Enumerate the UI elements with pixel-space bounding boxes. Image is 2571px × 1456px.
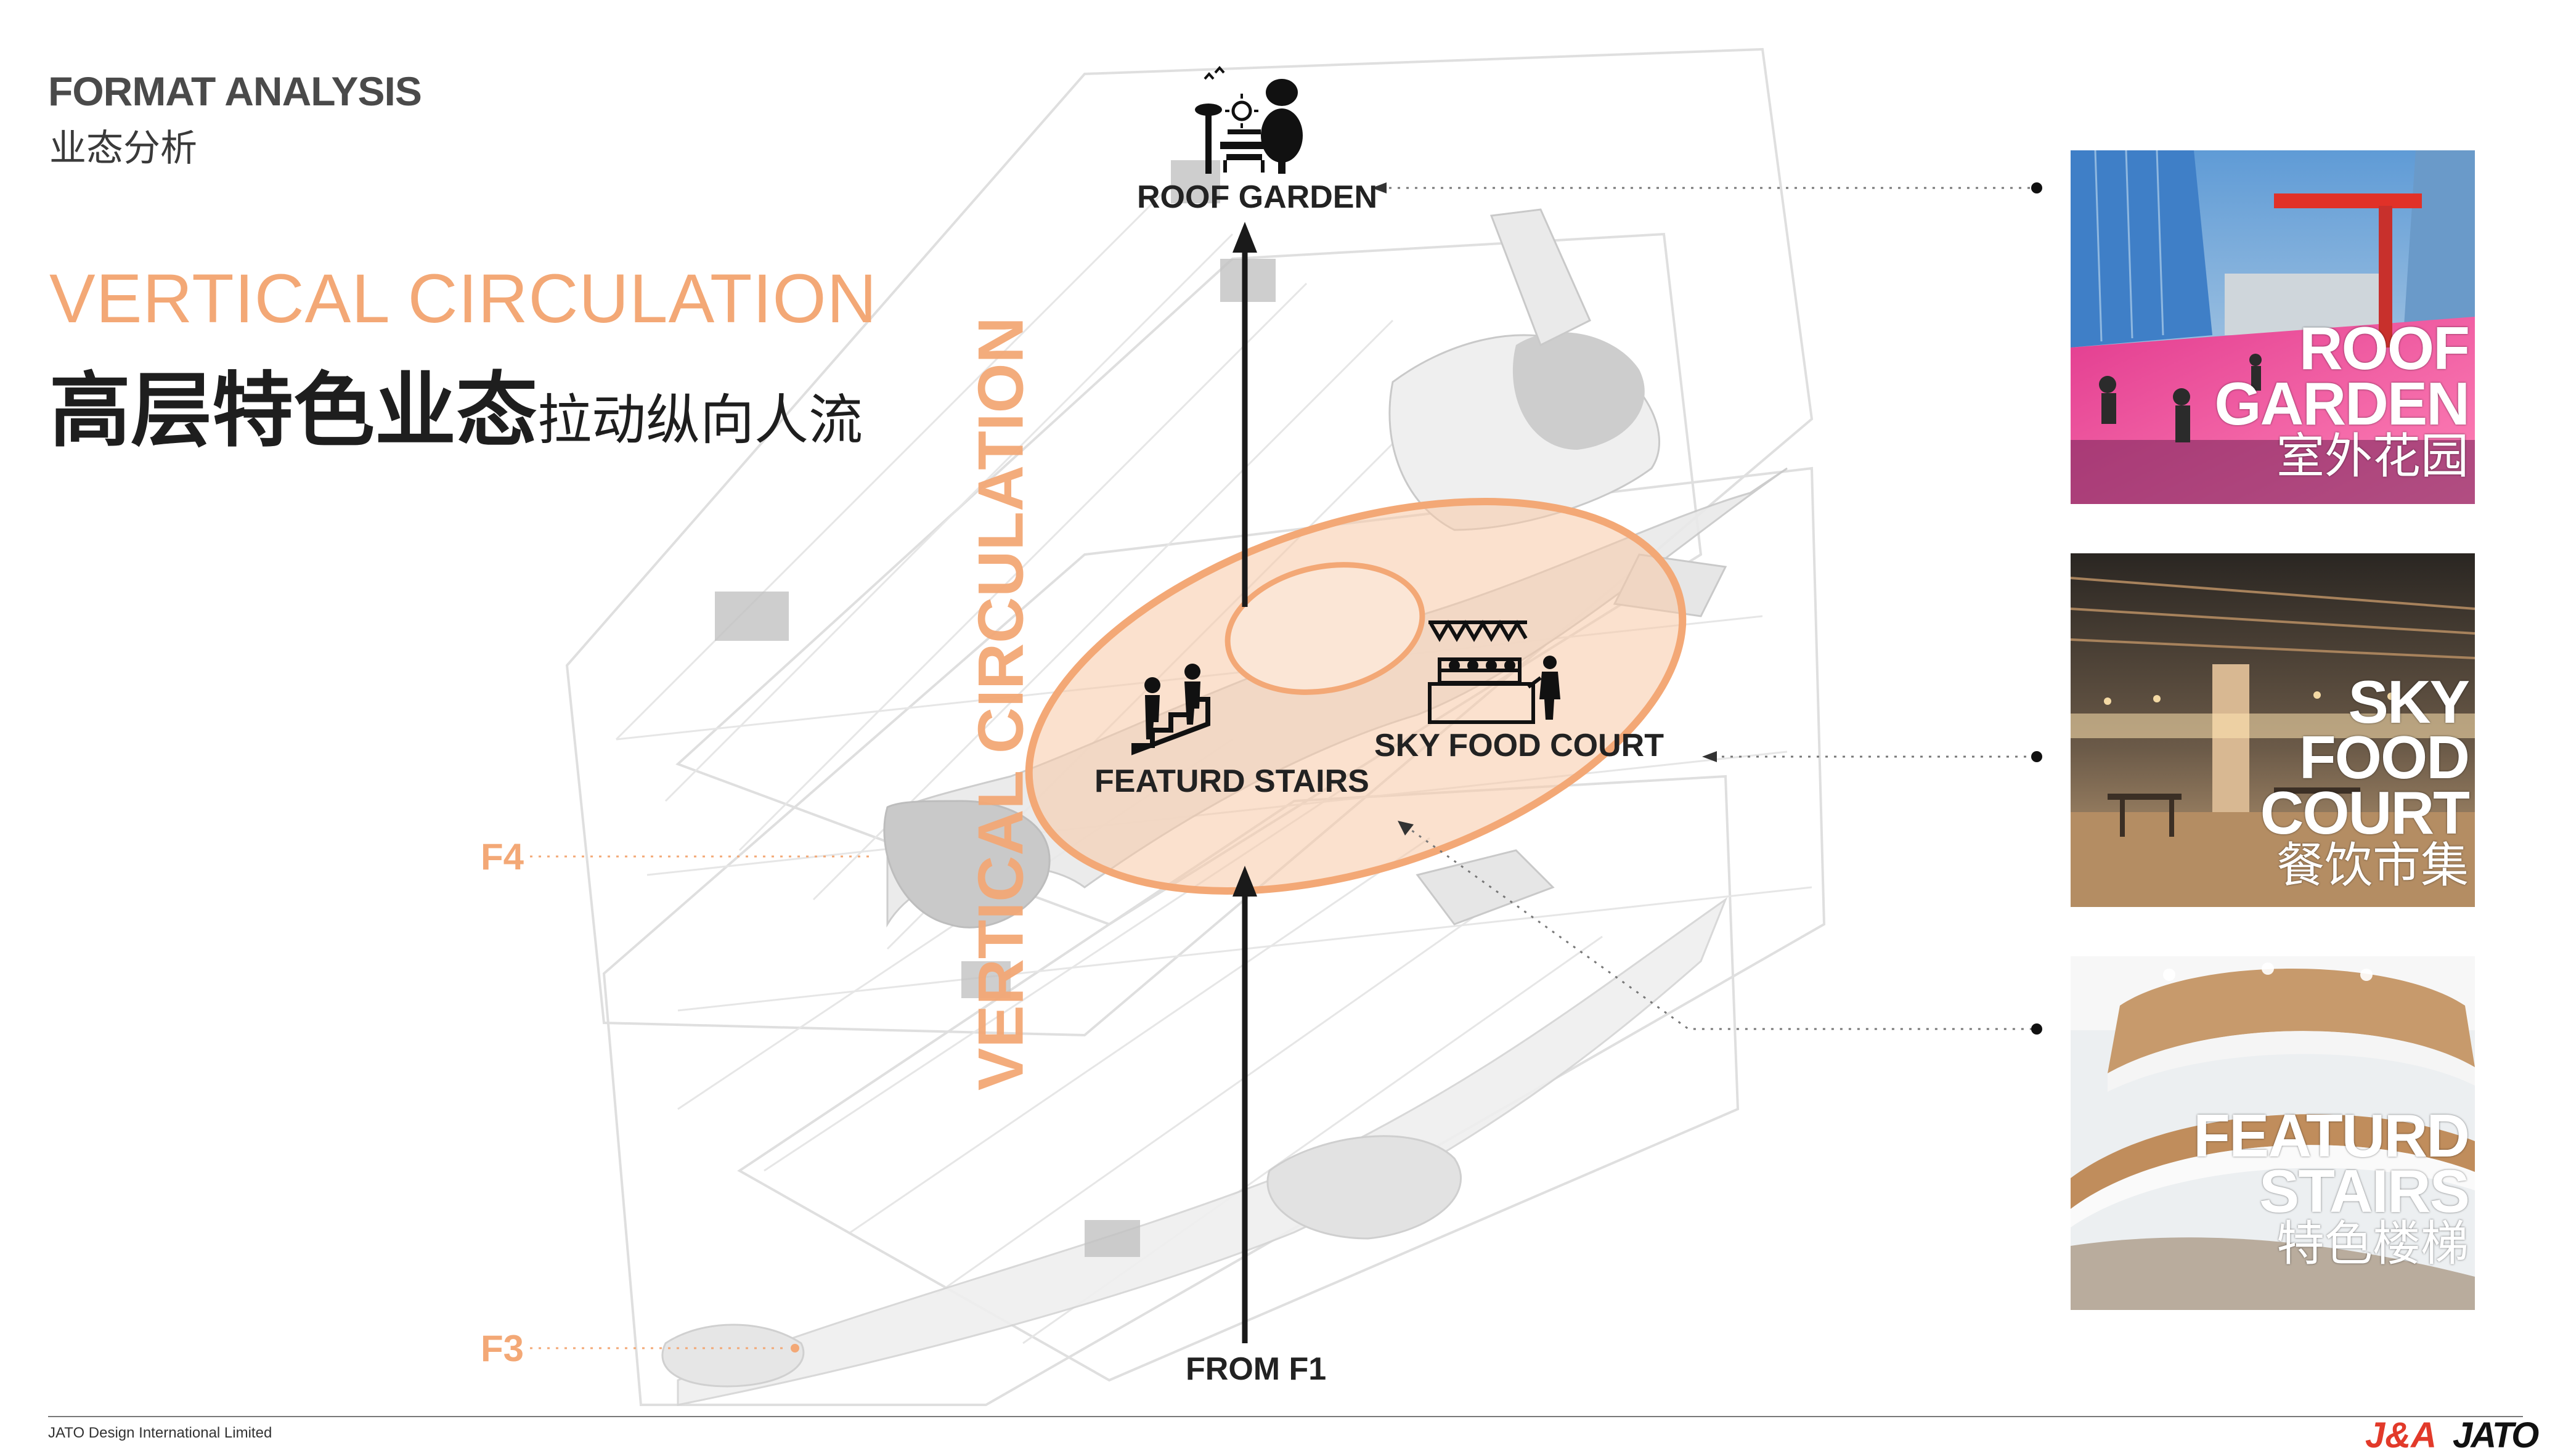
floor-f4-label: F4 [481,836,524,877]
from-f1-label: FROM F1 [1186,1351,1327,1387]
section-subtitle-cn: 高层特色业态拉动纵向人流 [49,345,863,463]
sky-food-court-caption-line1: SKY [2348,668,2470,736]
sky-floor-highlight [1025,498,1687,895]
featured-stairs-image [2071,956,2475,1310]
featured-stairs-caption-line2: STAIRS [2259,1157,2470,1226]
sky-food-court-caption-line2: FOOD [2299,723,2470,792]
footer-divider [48,1416,2523,1417]
arrow-head-lower [1233,866,1257,897]
section-subtitle-main: 高层特色业态 [49,363,537,458]
sky-food-court-caption-line3: COURT [2260,779,2470,847]
sky-food-court-caption-cn: 餐饮市集 [2276,838,2469,894]
roof-garden-caption-line2: GARDEN [2214,370,2470,438]
featured-stairs-caption-line1: FEATURD [2193,1102,2470,1169]
roof-garden-image [2071,150,2475,504]
roof-garden-photo: ROOF GARDEN 室外花园 [2071,150,2475,504]
footer-company: JATO Design International Limited [48,1425,272,1441]
food-stall-icon [1428,620,1560,724]
roof-garden-icon [1195,65,1303,174]
vertical-circulation-label: VERTICAL CIRCULATION [965,317,1037,1091]
jato-logo: JATO [2453,1415,2539,1455]
sky-food-court-photo: SKY FOOD COURT 餐饮市集 [2071,553,2475,907]
floor-f3-label: F3 [481,1328,524,1369]
featured-stairs-caption: FEATURD STAIRS 特色楼梯 [2193,1102,2470,1272]
featured-stairs-label: FEATURD STAIRS [1094,763,1369,799]
ja-logo: J&A [2365,1415,2437,1455]
featured-stairs-photo: FEATURD STAIRS 特色楼梯 [2071,956,2475,1310]
featured-stairs-caption-cn: 特色楼梯 [2276,1216,2469,1272]
page-title-cn: 业态分析 [49,127,197,170]
roof-garden-caption: ROOF GARDEN 室外花园 [2214,314,2470,485]
sky-food-court-caption: SKY FOOD COURT 餐饮市集 [2260,668,2470,894]
roof-garden-caption-line1: ROOF [2299,314,2470,382]
section-title: VERTICAL CIRCULATION [49,260,878,337]
atrium-void [1224,562,1425,695]
arrow-head-upper [1233,222,1257,253]
roof-garden-label: ROOF GARDEN [1137,179,1377,215]
sky-food-court-image [2071,553,2475,907]
section-subtitle-sub: 拉动纵向人流 [537,388,863,452]
page-title: FORMAT ANALYSIS [48,68,422,114]
stairs-people-icon [1131,664,1210,755]
sky-food-court-label: SKY FOOD COURT [1374,728,1664,763]
roof-garden-caption-cn: 室外花园 [2276,429,2469,485]
